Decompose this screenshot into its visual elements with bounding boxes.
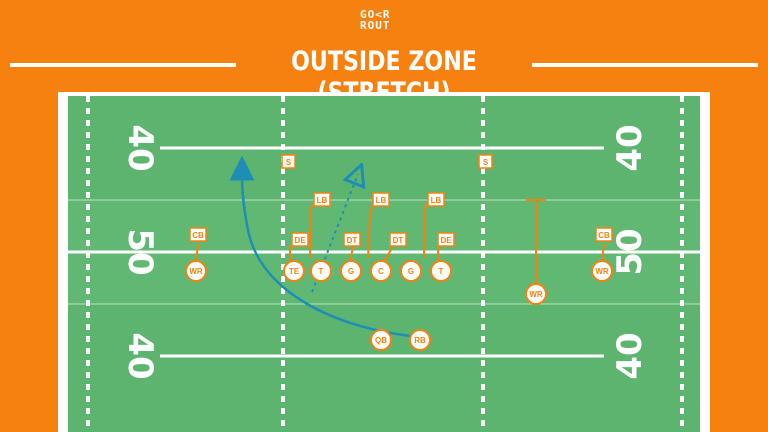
svg-text:TE: TE (289, 267, 300, 276)
svg-text:QB: QB (375, 336, 387, 345)
svg-text:G: G (408, 267, 414, 276)
player-g-left: G (340, 260, 362, 282)
player-wr-right: WR (591, 260, 613, 282)
player-c: C (370, 260, 392, 282)
field-border-top (58, 92, 710, 96)
lb-left-marker: LB (313, 192, 331, 207)
player-rb: RB (409, 329, 431, 351)
de-left-marker: DE (291, 232, 309, 247)
svg-text:RB: RB (414, 336, 426, 345)
svg-text:DT: DT (393, 236, 404, 245)
title-divider-right (532, 63, 758, 67)
player-t-left: T (310, 260, 332, 282)
player-wr-slot: WR (525, 283, 547, 305)
yard-number-left-top: 40 (120, 124, 160, 171)
sideline-left (58, 92, 68, 432)
cb-right-marker: CB (595, 227, 613, 242)
player-qb: QB (370, 329, 392, 351)
logo-line-1: GO<R (360, 8, 391, 21)
player-wr-left: WR (185, 260, 207, 282)
dt-right-marker: DT (389, 232, 407, 247)
svg-text:LB: LB (431, 196, 442, 205)
yard-number-right-top: 40 (610, 124, 650, 171)
block-route-g-right (383, 247, 393, 263)
svg-text:WR: WR (189, 267, 203, 276)
svg-text:S: S (483, 158, 489, 167)
yard-number-left-bottom: 40 (120, 332, 160, 379)
svg-text:S: S (286, 158, 292, 167)
de-right-marker: DE (437, 232, 455, 247)
cb-left-marker: CB (189, 227, 207, 242)
player-t-right: T (430, 260, 452, 282)
yard-number-right-bottom: 40 (610, 332, 650, 379)
title-divider-left (10, 63, 236, 67)
svg-text:WR: WR (595, 267, 609, 276)
player-g-right: G (400, 260, 422, 282)
sideline-right (700, 92, 710, 432)
svg-text:G: G (348, 267, 354, 276)
block-route-wr-left (195, 243, 199, 263)
yard-number-left-mid: 50 (120, 228, 160, 275)
gorout-logo: GO<R ROUT (360, 9, 408, 35)
svg-text:DE: DE (294, 236, 306, 245)
svg-text:WR: WR (529, 290, 543, 299)
offense-players: WR TE T G C G T WR WR QB RB (185, 260, 613, 351)
lb-right-marker: LB (427, 192, 445, 207)
svg-text:DT: DT (347, 236, 358, 245)
rb-run-path (229, 155, 411, 338)
svg-text:CB: CB (192, 231, 204, 240)
lb-mid-marker: LB (372, 192, 390, 207)
defense-markers: CB DE DT DT DE LB LB LB S S CB (189, 154, 613, 247)
svg-text:C: C (378, 267, 384, 276)
player-te: TE (283, 260, 305, 282)
s-right-marker: S (478, 154, 493, 169)
yard-number-right-mid: 50 (610, 228, 650, 275)
logo-line-2: ROUT (360, 19, 391, 32)
svg-text:LB: LB (317, 196, 328, 205)
svg-text:CB: CB (598, 231, 610, 240)
svg-text:T: T (439, 267, 444, 276)
svg-text:T: T (319, 267, 324, 276)
svg-text:LB: LB (376, 196, 387, 205)
s-left-marker: S (281, 154, 296, 169)
dt-left-marker: DT (343, 232, 361, 247)
block-route-wr-right (601, 243, 605, 263)
svg-text:DE: DE (440, 236, 452, 245)
